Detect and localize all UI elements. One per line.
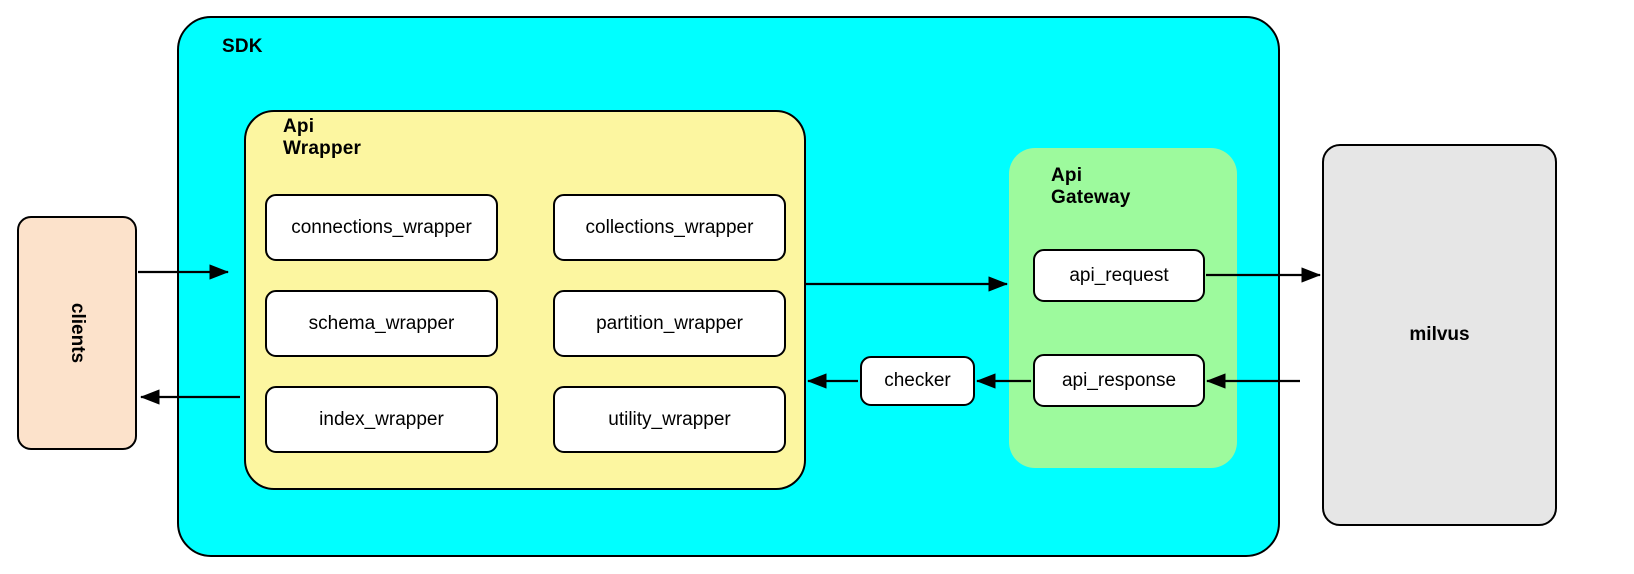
clients-node[interactable]: clients (17, 216, 137, 450)
api-gateway-label: Api Gateway (1051, 165, 1131, 208)
schema-wrapper-label: schema_wrapper (308, 312, 455, 334)
checker-node[interactable]: checker (860, 356, 975, 406)
partition-wrapper-node[interactable]: partition_wrapper (553, 290, 786, 357)
api-request-label: api_request (1069, 264, 1169, 286)
api-wrapper-label: Api Wrapper (283, 116, 362, 159)
checker-label: checker (884, 370, 951, 391)
utility-wrapper-label: utility_wrapper (608, 408, 731, 430)
sdk-label: SDK (222, 36, 263, 57)
collections-wrapper-label: collections_wrapper (585, 216, 754, 238)
utility-wrapper-node[interactable]: utility_wrapper (553, 386, 786, 453)
schema-wrapper-node[interactable]: schema_wrapper (265, 290, 498, 357)
connections-wrapper-node[interactable]: connections_wrapper (265, 194, 498, 261)
index-wrapper-label: index_wrapper (319, 408, 444, 430)
collections-wrapper-node[interactable]: collections_wrapper (553, 194, 786, 261)
api-response-node[interactable]: api_response (1033, 354, 1205, 407)
clients-label: clients (66, 302, 88, 364)
api-request-node[interactable]: api_request (1033, 249, 1205, 302)
milvus-node[interactable]: milvus (1322, 144, 1557, 526)
milvus-label: milvus (1409, 324, 1470, 345)
api-gateway-container[interactable] (1009, 148, 1237, 468)
connections-wrapper-label: connections_wrapper (291, 216, 472, 238)
index-wrapper-node[interactable]: index_wrapper (265, 386, 498, 453)
partition-wrapper-label: partition_wrapper (596, 312, 743, 334)
api-response-label: api_response (1061, 369, 1177, 391)
